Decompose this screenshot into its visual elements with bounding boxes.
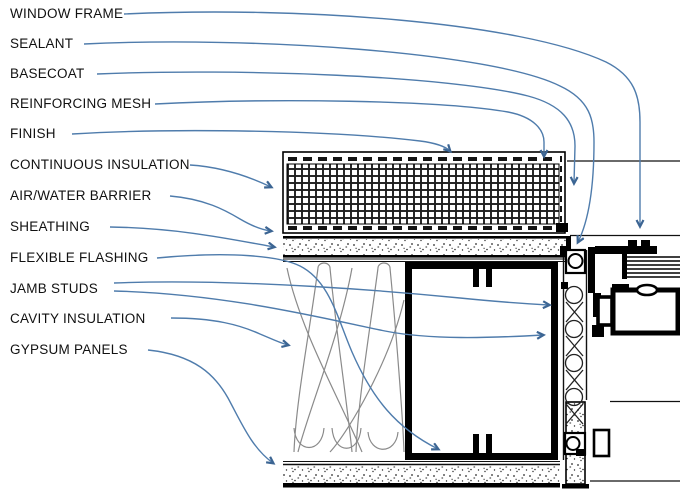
leader-gypsum-panels (147, 349, 273, 463)
leader-sealant (83, 41, 595, 242)
leader-jamb-studs-1 (113, 281, 549, 305)
stud-lip (486, 434, 492, 454)
window-frame-profile (588, 240, 680, 458)
label-air-water-barrier: AIR/WATER BARRIER (10, 188, 152, 203)
label-gypsum-panels: GYPSUM PANELS (10, 342, 128, 357)
jamb-stud-box (405, 262, 558, 460)
frame-sash-block (610, 287, 680, 336)
frame-receptor (592, 428, 611, 458)
frame-extrusion-stripes (627, 256, 680, 278)
leader-basecoat (96, 71, 575, 183)
label-cavity-insulation: CAVITY INSULATION (10, 311, 146, 326)
label-window-frame: WINDOW FRAME (10, 6, 124, 21)
leader-reinforcing-mesh (154, 100, 544, 156)
label-basecoat: BASECOAT (10, 66, 85, 81)
continuous-insulation-band (282, 151, 568, 234)
stud-lip (473, 434, 479, 454)
leader-window-frame (123, 11, 640, 226)
stud-lip (473, 266, 479, 287)
label-sheathing: SHEATHING (10, 219, 91, 234)
leader-sheathing (109, 226, 274, 247)
label-reinforcing-mesh: REINFORCING MESH (10, 96, 152, 111)
leader-continuous-insulation (189, 164, 271, 187)
starter-track (556, 223, 568, 232)
backer-rod (567, 253, 584, 269)
label-jamb-studs: JAMB STUDS (10, 281, 99, 296)
leader-finish (71, 129, 450, 151)
label-flexible-flashing: FLEXIBLE FLASHING (10, 250, 149, 265)
stud-lip (486, 266, 492, 287)
label-finish: FINISH (10, 126, 56, 141)
sheathing-band (283, 236, 571, 262)
label-sealant: SEALANT (10, 36, 74, 51)
jamb-gap-assembly (560, 246, 588, 460)
leader-cavity-insulation (170, 317, 288, 345)
gasket (635, 283, 659, 297)
leader-jamb-studs-2 (113, 290, 543, 338)
gypsum-panel-band (283, 461, 560, 488)
shim-zigzag (564, 285, 584, 425)
leader-flexible-flashing (156, 254, 438, 449)
label-continuous-insulation: CONTINUOUS INSULATION (10, 157, 190, 172)
leader-air-water-barrier (169, 195, 271, 231)
